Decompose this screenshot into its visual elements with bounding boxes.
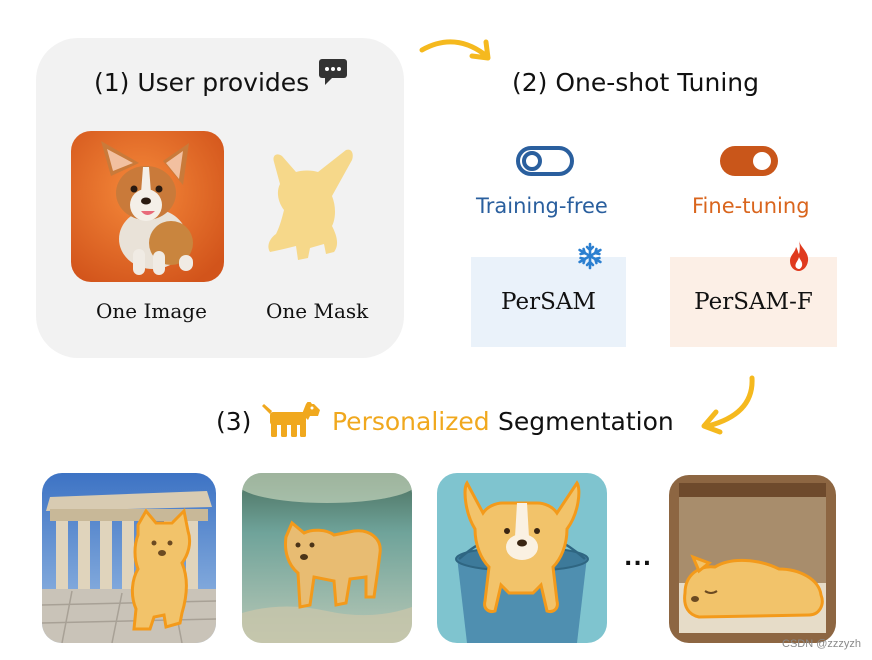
- mask-label: One Mask: [266, 299, 369, 323]
- fine-tuning-label: Fine-tuning: [692, 194, 810, 218]
- toggle-on-icon: [720, 146, 778, 176]
- reference-dog-image: [71, 131, 224, 282]
- result-underwater-image: [242, 473, 412, 643]
- toggle-off-icon: [516, 146, 574, 176]
- arrow-to-tuning: [419, 39, 491, 61]
- persam-f-label: PerSAM-F: [694, 289, 813, 315]
- result-temple-image: [42, 473, 216, 643]
- step2-title: (2) One-shot Tuning: [512, 68, 760, 97]
- image-label: One Image: [96, 299, 207, 323]
- watermark: CSDN @zzzyzh: [782, 638, 862, 650]
- more-results-ellipsis: ...: [624, 546, 653, 571]
- result-sleeping-dog-image: [669, 475, 836, 643]
- step3-rest: Segmentation: [498, 407, 674, 436]
- result-bucket-image: [437, 473, 607, 643]
- persam-f-box: PerSAM-F: [670, 257, 837, 347]
- persam-label: PerSAM: [501, 289, 596, 315]
- step1-title: (1) User provides: [94, 68, 310, 97]
- snowflake-icon: [578, 242, 602, 270]
- training-free-label: Training-free: [476, 194, 608, 218]
- chat-icon: [319, 59, 347, 85]
- persam-box: PerSAM: [471, 257, 626, 347]
- step3-prefix: (3): [216, 407, 252, 436]
- reference-mask: [268, 149, 353, 260]
- dog-icon: [262, 402, 320, 437]
- flame-icon: [790, 241, 809, 271]
- arrow-to-segmentation: [701, 375, 755, 435]
- step3-highlight: Personalized: [332, 407, 490, 436]
